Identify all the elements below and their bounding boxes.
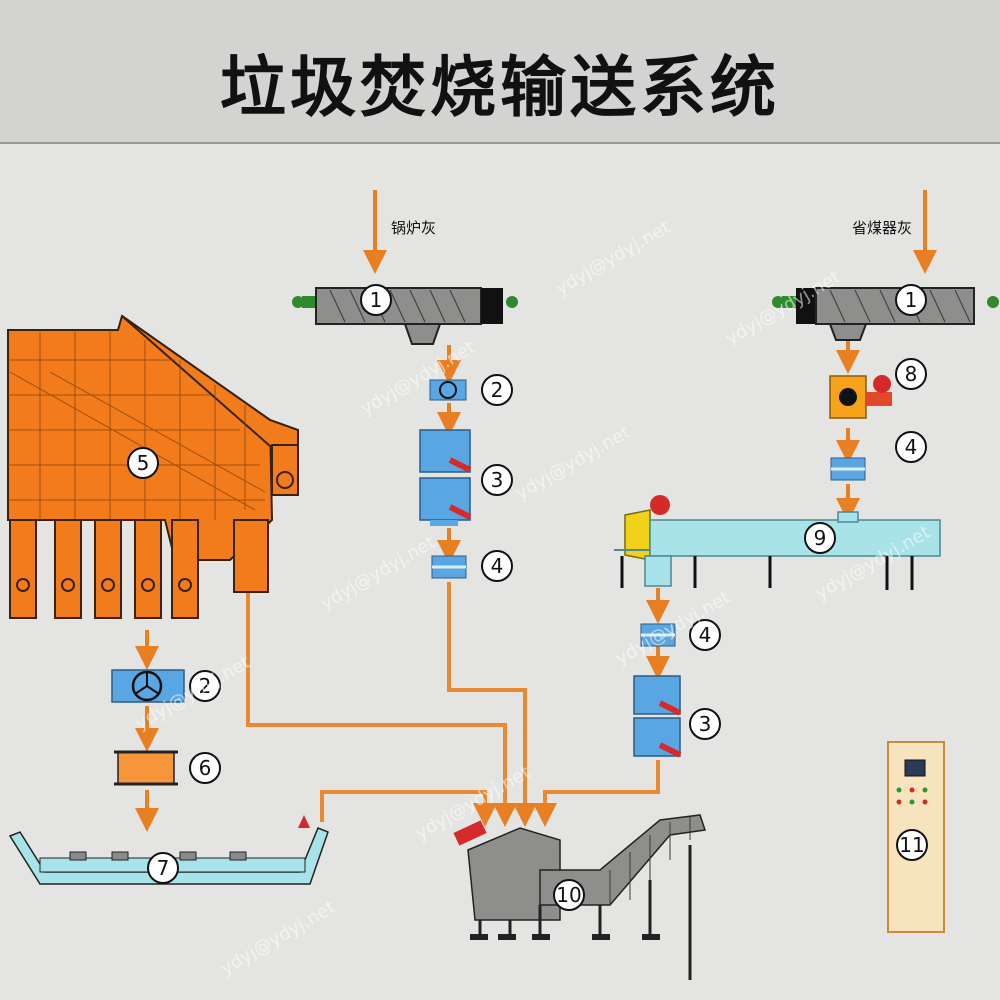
label-4-right-upper: 4: [905, 435, 918, 459]
label-6: 6: [199, 756, 212, 780]
screw-conveyor-1-right: 1: [772, 284, 999, 341]
star-valve-8: 8: [829, 358, 927, 419]
screen-chute-2: [54, 519, 82, 619]
watermark: ydyj@ydyj.net: [217, 897, 339, 980]
expansion-joint-4-right-lower: 4: [640, 619, 721, 651]
label-2-center: 2: [491, 378, 504, 402]
label-3-right: 3: [699, 712, 712, 736]
page-title: 垃圾焚烧输送系统: [220, 49, 780, 126]
flap-valve-3-center: 3: [419, 429, 513, 526]
label-circle-5: [127, 447, 159, 479]
label-1-right: 1: [905, 288, 918, 312]
label-5: 5: [137, 451, 150, 475]
rotary-valve-2-center: 2: [429, 374, 513, 406]
feed-pipes: [246, 582, 660, 827]
pipe-economizer-line-to-crusher: [533, 760, 660, 827]
screen-drive-box: [271, 444, 299, 496]
expansion-joint-4-center: 4: [431, 550, 513, 582]
label-4-right-lower: 4: [699, 623, 712, 647]
screen-chute-3: [94, 519, 122, 619]
flow-arrows: [135, 190, 937, 832]
title-bar: 垃圾焚烧输送系统: [0, 0, 1000, 144]
label-2-left: 2: [199, 674, 212, 698]
economizer-ash-label: 省煤器灰: [852, 219, 912, 237]
scraper-conveyor-7: 7: [8, 815, 329, 885]
label-4-center: 4: [491, 554, 504, 578]
vibrating-screen-5: 5: [7, 314, 299, 619]
watermark: ydyj@ydyj.net: [552, 217, 674, 300]
buffer-box-6: 6: [114, 750, 221, 786]
label-10: 10: [556, 883, 581, 907]
watermark: ydyj@ydyj.net: [317, 532, 439, 615]
screen-outlet: [233, 519, 269, 593]
screw-conveyor-1-center: 1: [292, 284, 518, 345]
label-11: 11: [899, 833, 924, 857]
label-8: 8: [905, 362, 918, 386]
label-7: 7: [157, 856, 170, 880]
watermark: ydyj@ydyj.net: [512, 422, 634, 505]
control-cabinet-11: 11: [887, 741, 945, 933]
screen-chute-4: [134, 519, 162, 619]
pipe-conveyor7-to-crusher: [320, 790, 497, 827]
pipe-boiler-line-to-crusher: [447, 582, 537, 827]
boiler-ash-label: 锅炉灰: [391, 219, 436, 237]
chain-conveyor-9: 9: [614, 495, 941, 590]
label-3-center: 3: [491, 468, 504, 492]
expansion-joint-4-right-upper: 4: [830, 431, 927, 481]
crusher-conveyor-10: 10: [453, 814, 706, 980]
label-1-center: 1: [370, 288, 383, 312]
rotary-valve-2-left: 2: [111, 669, 221, 703]
watermark: ydyj@ydyj.net: [357, 337, 479, 420]
flap-valve-3-right: 3: [633, 675, 721, 758]
screen-chute-5: [171, 519, 199, 619]
screen-chute-1: [9, 519, 37, 619]
pipe-screen-to-crusher: [246, 592, 517, 827]
label-9: 9: [814, 526, 827, 550]
